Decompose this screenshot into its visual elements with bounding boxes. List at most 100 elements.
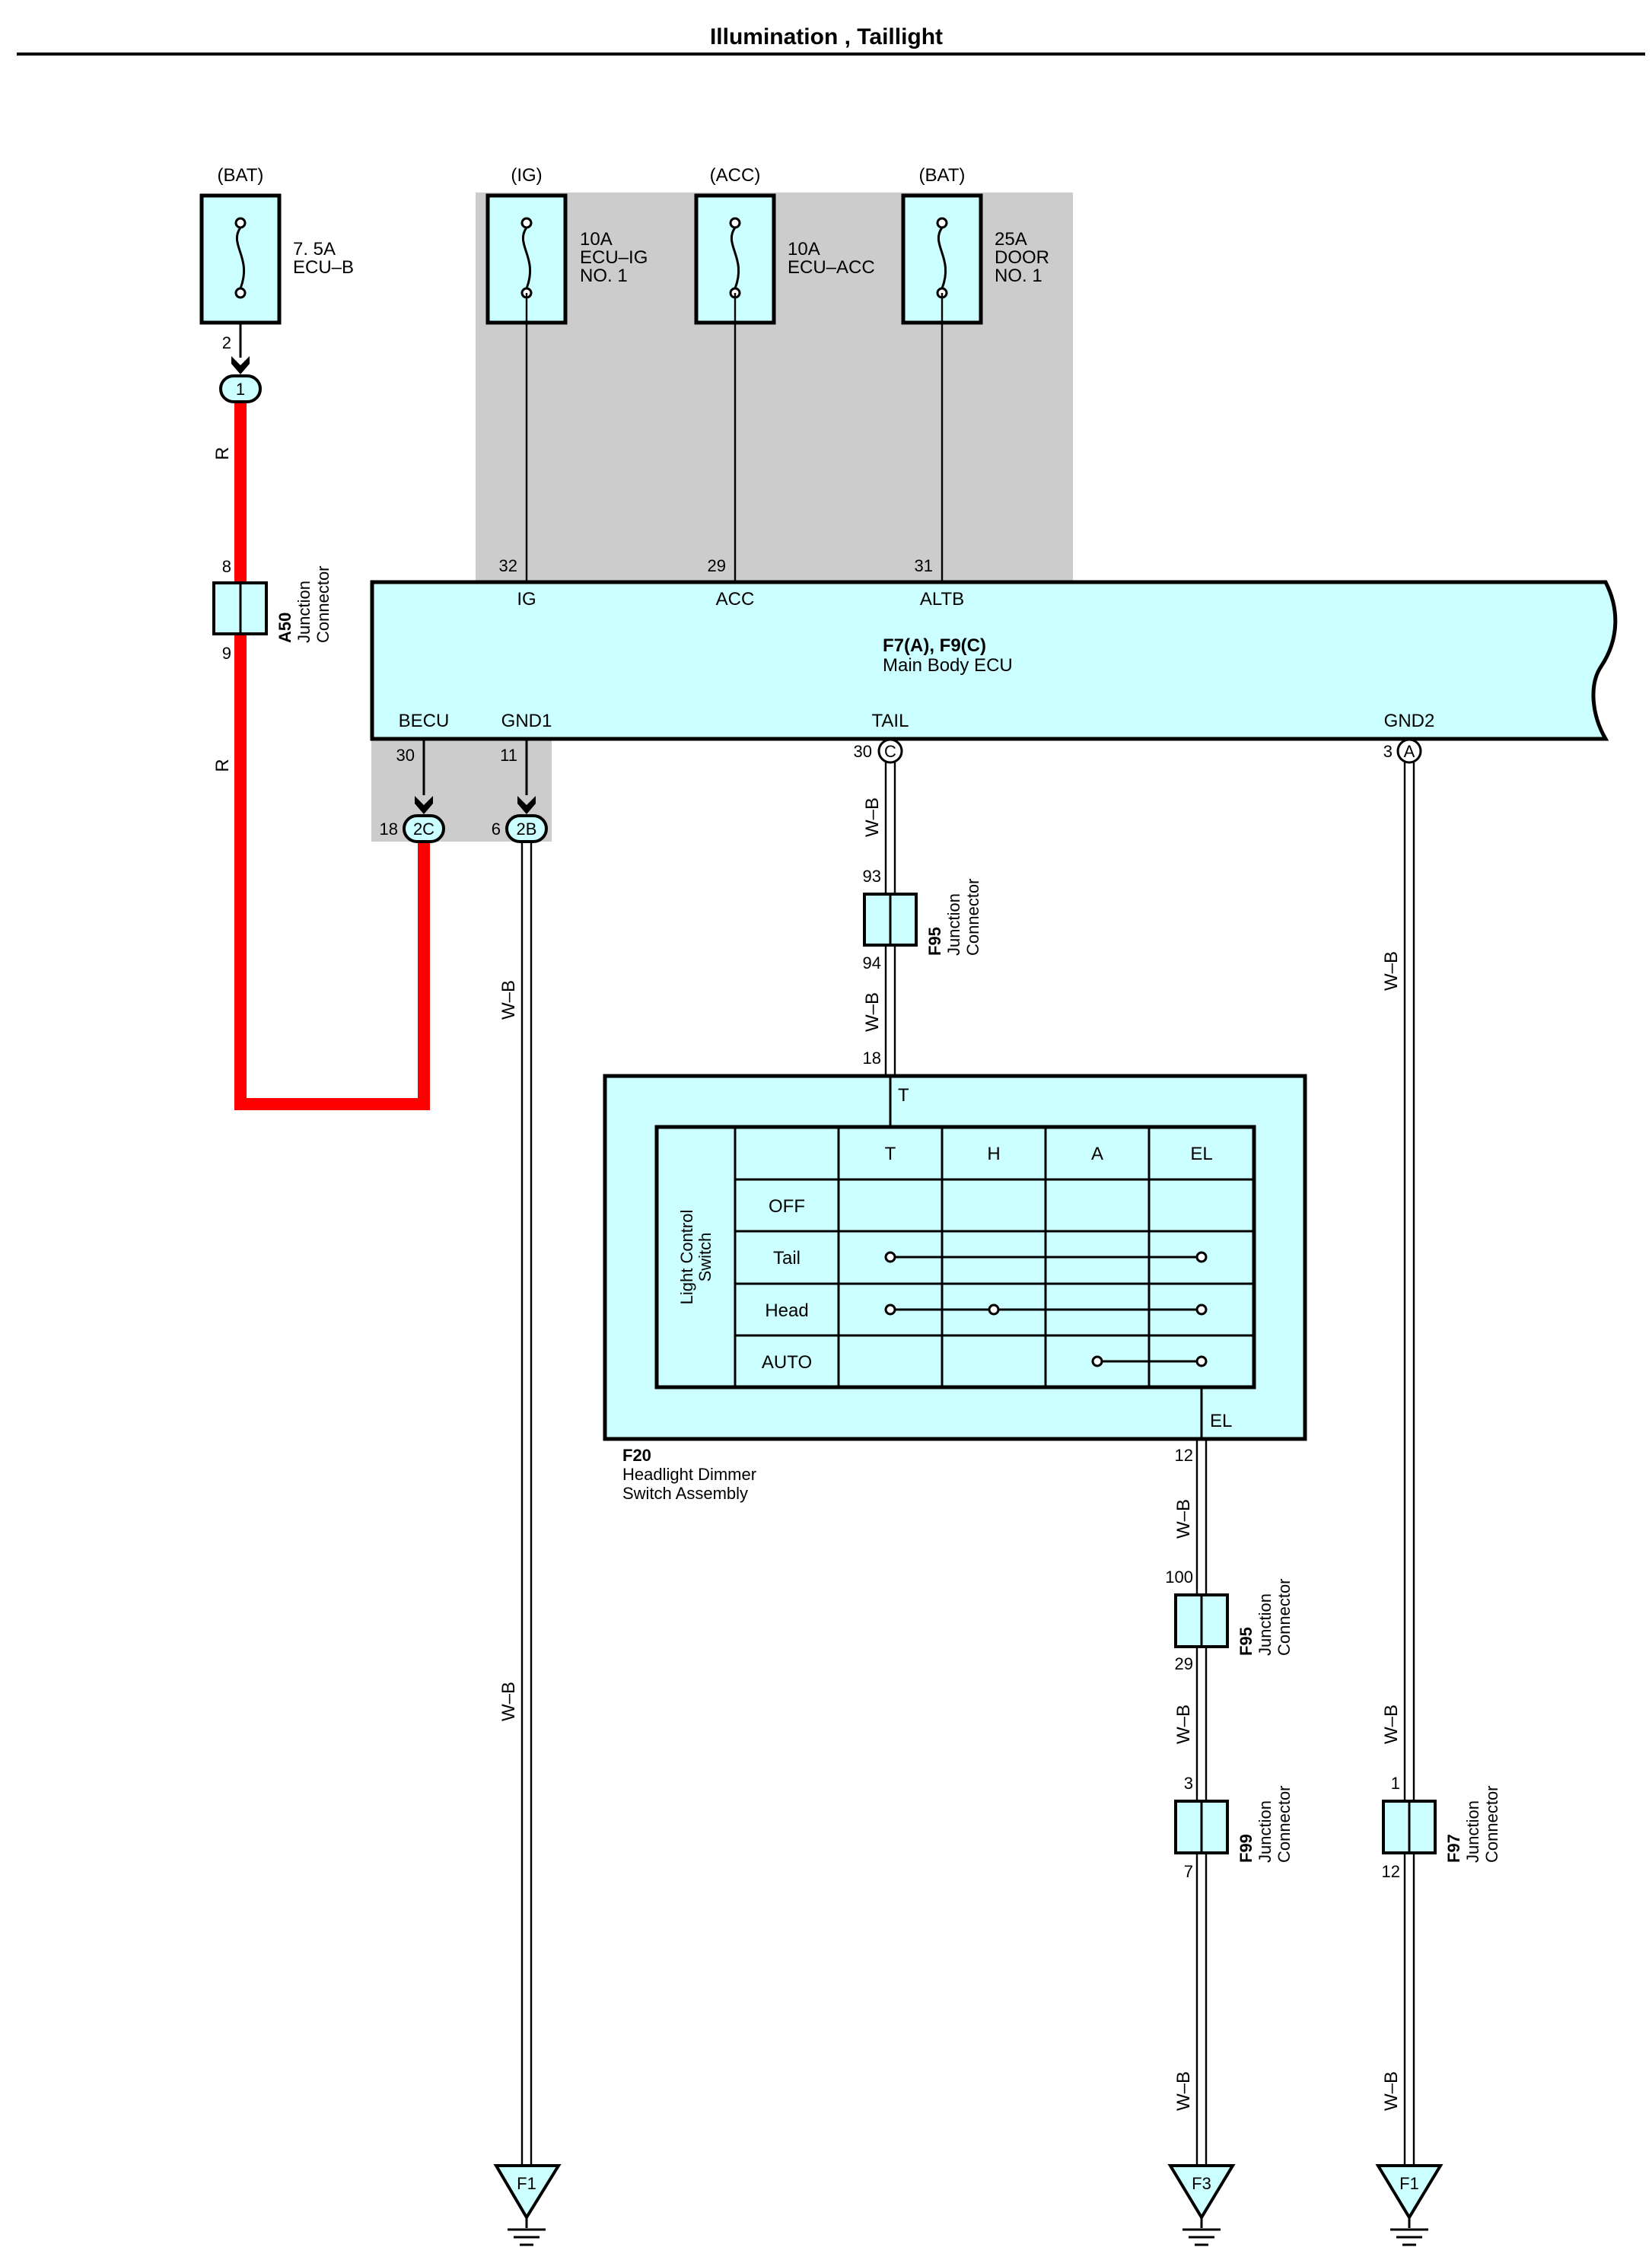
switch-contact-auto-el [1195, 1355, 1208, 1367]
fuse-rating: 10A [580, 229, 613, 250]
switch-contact-head-h [988, 1303, 1000, 1316]
switch-contact-tail-el [1195, 1251, 1208, 1263]
switch-output-label: EL [1210, 1411, 1232, 1431]
table-col-el: EL [1190, 1144, 1212, 1164]
switch-name: Headlight Dimmer [622, 1465, 756, 1484]
junction-connector-f99: 3 7 F99 Junction Connector [1174, 1774, 1294, 1881]
ecu-code: F7(A), F9(C) [883, 635, 986, 656]
fuse-name-line2: NO. 1 [995, 266, 1042, 286]
switch-input-pin: 18 [863, 1049, 881, 1068]
junction-connector-f95-lower: 100 29 F95 Junction Connector [1165, 1568, 1294, 1673]
fuse-ecu-b: (BAT) 7. 5A ECU–B [199, 165, 354, 325]
connector-name-line2: Connector [963, 878, 982, 956]
fuse-name-line2: NO. 1 [580, 266, 628, 286]
ecu-terminal-gnd1: GND1 [501, 711, 552, 731]
pin-label: 9 [222, 644, 231, 663]
wire-color-wb: W–B [498, 980, 519, 1020]
switch-contact-auto-a [1091, 1355, 1103, 1367]
ecu-connector-a [1396, 738, 1422, 764]
pin-label: 8 [222, 557, 231, 576]
switch-input-label: T [898, 1085, 909, 1106]
connector-name: Junction [1463, 1800, 1482, 1863]
switch-code: F20 [622, 1446, 651, 1465]
connector-code: F95 [925, 927, 944, 956]
ecu-pin-ig: 32 [499, 556, 517, 575]
fuse-ecu-acc: (ACC) 10A ECU–ACC [694, 165, 875, 325]
connector-name-line2: Connector [1275, 1785, 1294, 1863]
ecu-name: Main Body ECU [883, 655, 1013, 676]
junction-connector-f95-upper: 93 94 F95 Junction Connector [863, 867, 982, 972]
ecu-pin-acc: 29 [708, 556, 726, 575]
wire-wb-gnd1 [520, 842, 533, 2166]
table-row-head: Head [765, 1300, 808, 1321]
junction-connector-a50: 8 9 A50 Junction Connector [212, 557, 333, 663]
main-body-ecu [370, 580, 1618, 741]
fuse-rating: 25A [995, 229, 1027, 250]
wire-color-wb: W–B [1381, 951, 1402, 991]
connector-name: Junction [944, 893, 963, 956]
switch-output-pin: 12 [1175, 1446, 1193, 1465]
wire-color-wb: W–B [1381, 1705, 1402, 1744]
ecu-terminal-tail: TAIL [872, 711, 909, 731]
ground-label: F1 [1399, 2174, 1419, 2193]
fuse-name: ECU–IG [580, 247, 648, 268]
page-title: Illumination , Taillight [710, 24, 943, 49]
fuse-source: (BAT) [218, 165, 264, 186]
fuse-element-icon [937, 227, 947, 289]
fuse-source: (ACC) [710, 165, 761, 186]
wire-color-wb: W–B [1381, 2071, 1402, 2111]
ground-f1-right: F1 [1375, 2164, 1444, 2246]
pin-label: 94 [863, 953, 881, 972]
pin-label: 6 [492, 820, 501, 839]
switch-contact-head-t [884, 1303, 896, 1316]
switch-contact-head-el [1195, 1303, 1208, 1316]
ecu-connector-c [877, 738, 903, 764]
ecu-pin-altb: 31 [915, 556, 933, 575]
table-title: Light Control [677, 1210, 696, 1305]
connector-arrow-icon [415, 796, 433, 814]
fuse-element-icon [235, 227, 246, 289]
ecu-pin-gnd2: 3 [1383, 742, 1393, 761]
table-row-auto: AUTO [762, 1352, 812, 1373]
wire-color-wb: W–B [862, 992, 883, 1032]
ground-triangle-icon [493, 2164, 562, 2220]
table-row-off: OFF [769, 1196, 805, 1217]
wire-color-r-upper: R [212, 447, 233, 460]
table-grid [734, 1127, 1254, 1387]
switch-contact-tail-t [884, 1251, 896, 1263]
junction-connector-f97: 1 12 F97 Junction Connector [1382, 1774, 1501, 1881]
fuse-element-icon [521, 227, 532, 289]
connector-name: Junction [1256, 1593, 1275, 1656]
ecu-terminal-altb: ALTB [920, 589, 964, 610]
wire-color-wb: W–B [1173, 2071, 1194, 2111]
connector-arrow-icon [517, 796, 536, 814]
ground-triangle-icon [1375, 2164, 1444, 2220]
fuse-box [199, 193, 282, 325]
connector-code: F95 [1237, 1627, 1256, 1656]
jb-connector-2c-id: 2C [413, 820, 434, 839]
jb-connector-2b-id: 2B [517, 820, 537, 839]
fuse-rating: 10A [788, 239, 820, 259]
wire-color-r-lower: R [212, 759, 233, 772]
pin-label: 93 [863, 867, 881, 886]
table-col-h: H [987, 1144, 1000, 1164]
jb-connector-2b [505, 814, 548, 843]
pin-label: 29 [1175, 1654, 1193, 1673]
ground-f3: F3 [1167, 2164, 1236, 2246]
connector-name-line2: Connector [1275, 1578, 1294, 1656]
ecu-terminal-acc: ACC [716, 589, 755, 610]
connector-name: Junction [294, 581, 314, 643]
ecu-pin-becu: 30 [396, 746, 415, 765]
fuse-name: DOOR [995, 247, 1049, 268]
wire-color-wb: W–B [1173, 1705, 1194, 1744]
connector-name-line2: Connector [1482, 1785, 1501, 1863]
connector-arrow-icon [231, 356, 250, 374]
ecu-terminal-gnd2: GND2 [1384, 711, 1435, 731]
ground-triangle-icon [1167, 2164, 1236, 2220]
connector-name-line2: Connector [314, 565, 333, 643]
connector-code: A50 [275, 613, 294, 643]
pin-label: 7 [1184, 1862, 1193, 1881]
jb-connector-2c [403, 814, 445, 843]
switch-position-links [884, 1251, 1208, 1367]
